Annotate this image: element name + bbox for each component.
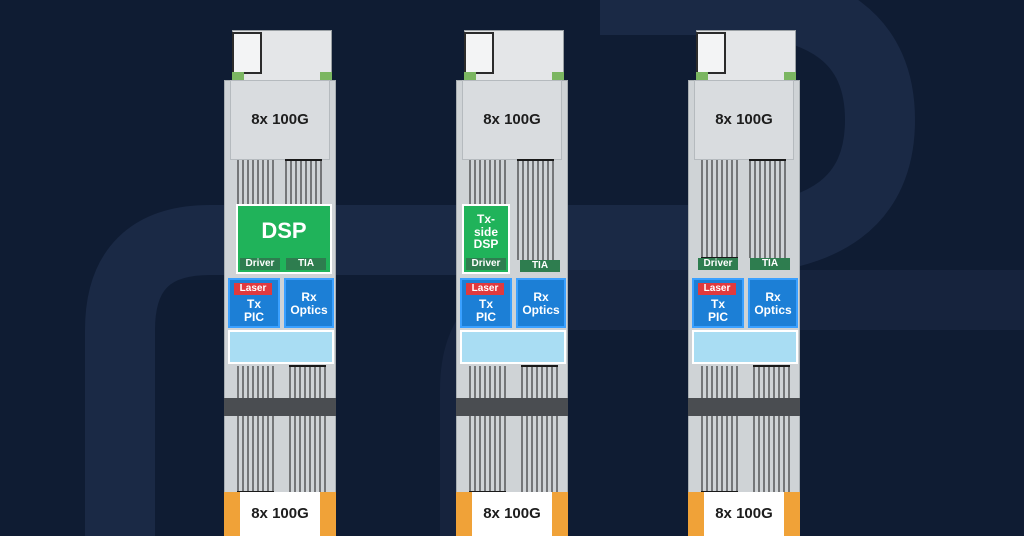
- host-connector: 8x 100G: [462, 80, 562, 160]
- rx-optics: Rx Optics: [284, 278, 334, 328]
- pad-left: [696, 72, 708, 80]
- host-connector: 8x 100G: [230, 80, 330, 160]
- pad-right: [552, 72, 564, 80]
- optical-coupler: [228, 330, 334, 364]
- signal-traces: [701, 159, 790, 493]
- edge-orange-right: [552, 492, 568, 536]
- pad-right: [784, 72, 796, 80]
- connector-label: 8x 100G: [251, 111, 309, 129]
- driver-label: Driver: [240, 258, 280, 270]
- rx-optics-label: Rx Optics: [290, 290, 328, 317]
- module-tx-side-dsp: 8x 100G Tx- side DSP Driver TIA Laser Tx PIC R…: [456, 30, 568, 536]
- tx-pic-label: Tx PIC: [243, 297, 264, 324]
- laser-label: Laser: [234, 283, 272, 295]
- connector-label: 8x 100G: [715, 111, 773, 129]
- laser-label: Laser: [698, 283, 736, 295]
- rx-optics: Rx Optics: [748, 278, 798, 328]
- dsp-chip: DSP Driver TIA: [236, 204, 332, 274]
- pad-right: [320, 72, 332, 80]
- rx-optics-label: Rx Optics: [754, 290, 792, 317]
- edge-connector-label: 8x 100G: [472, 492, 552, 536]
- driver-label: Driver: [698, 258, 738, 270]
- tx-pic-label: Tx PIC: [475, 297, 496, 324]
- edge-orange-left: [688, 492, 704, 536]
- cage-band: [224, 398, 336, 416]
- optical-coupler: [692, 330, 798, 364]
- laser-label: Laser: [466, 283, 504, 295]
- tx-pic-label: Tx PIC: [707, 297, 728, 324]
- latch-tab: [464, 32, 494, 74]
- dsp-label: DSP: [261, 218, 307, 244]
- edge-connector-label: 8x 100G: [240, 492, 320, 536]
- connector-label: 8x 100G: [483, 111, 541, 129]
- dsp-label: Tx- side DSP: [473, 212, 499, 252]
- edge-orange-right: [320, 492, 336, 536]
- tx-pic: Laser Tx PIC: [460, 278, 512, 328]
- module-no-dsp: 8x 100G Driver TIA Laser Tx PIC Rx Optics 8x 1…: [688, 30, 800, 536]
- host-connector: 8x 100G: [694, 80, 794, 160]
- tx-pic: Laser Tx PIC: [692, 278, 744, 328]
- driver-label: Driver: [466, 258, 506, 270]
- signal-traces: [469, 159, 558, 493]
- edge-connector-label: 8x 100G: [704, 492, 784, 536]
- tia-label: TIA: [286, 258, 326, 270]
- tia-label: TIA: [520, 260, 560, 272]
- optical-coupler: [460, 330, 566, 364]
- tx-pic: Laser Tx PIC: [228, 278, 280, 328]
- rx-optics-label: Rx Optics: [522, 290, 560, 317]
- cage-band: [688, 398, 800, 416]
- latch-tab: [232, 32, 262, 74]
- edge-orange-left: [224, 492, 240, 536]
- latch-tab: [696, 32, 726, 74]
- edge-orange-left: [456, 492, 472, 536]
- edge-orange-right: [784, 492, 800, 536]
- cage-band: [456, 398, 568, 416]
- tia-label: TIA: [750, 258, 790, 270]
- tx-side-dsp-chip: Tx- side DSP Driver: [462, 204, 510, 274]
- pad-left: [464, 72, 476, 80]
- module-full-dsp: 8x 100G DSP Driver TIA Laser Tx PIC Rx Optics 8…: [224, 30, 336, 536]
- pad-left: [232, 72, 244, 80]
- rx-optics: Rx Optics: [516, 278, 566, 328]
